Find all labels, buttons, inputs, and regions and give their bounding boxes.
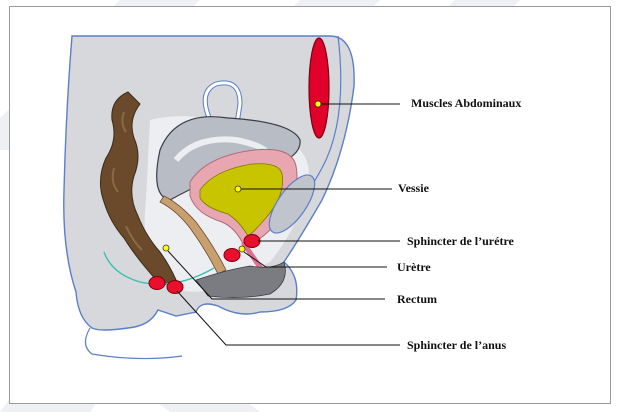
label-urethral-sphincter: Sphincter de l’urétre — [407, 234, 514, 249]
abdominal-muscles — [309, 38, 329, 138]
urethral-sphincter-upper — [244, 235, 260, 248]
marker-urethra — [239, 246, 245, 252]
anal-sphincter-right — [167, 281, 183, 294]
lower-outline — [85, 328, 182, 359]
label-anal-sphincter: Sphincter de l’anus — [407, 338, 506, 353]
marker-bladder — [235, 186, 241, 192]
marker-rectum — [163, 245, 169, 251]
label-bladder: Vessie — [398, 181, 429, 196]
label-urethra: Urètre — [397, 260, 431, 275]
label-rectum: Rectum — [397, 292, 437, 307]
anal-sphincter-left — [149, 277, 165, 290]
marker-abdominal — [315, 101, 321, 107]
urethral-sphincter-lower — [224, 249, 240, 262]
label-abdominal-muscles: Muscles Abdominaux — [411, 96, 521, 111]
